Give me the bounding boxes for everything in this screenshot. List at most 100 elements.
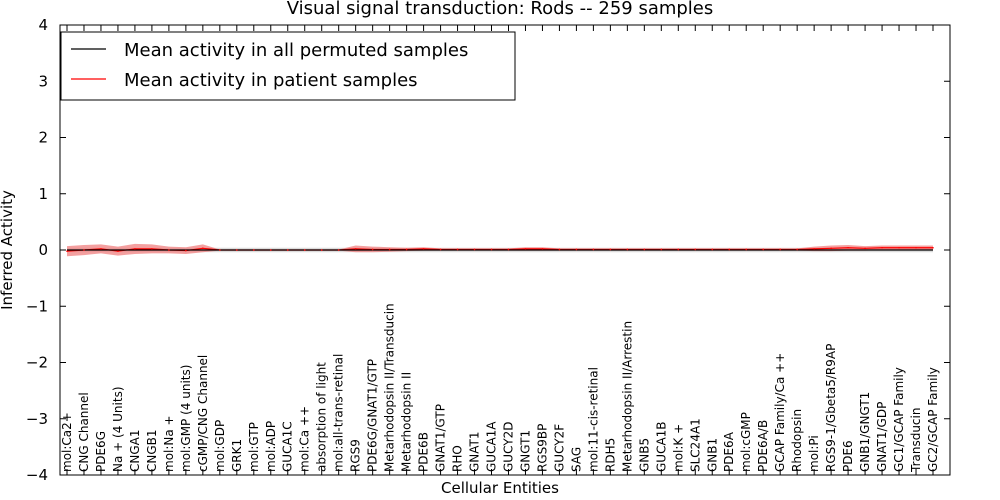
point-patient <box>915 246 917 249</box>
x-tick-label: GNGT1 <box>518 430 532 472</box>
point-patient <box>456 248 459 251</box>
x-tick-label: SLC24A1 <box>688 418 702 472</box>
x-tick-label: GUCA1A <box>485 421 499 472</box>
x-tick-label: mol:all-trans-retinal <box>332 354 346 472</box>
point-patient <box>524 248 527 250</box>
x-tick-label: GNB5 <box>637 438 651 472</box>
x-tick-label: mol:Na + <box>162 415 176 472</box>
x-tick-label: mol:K + <box>671 424 685 472</box>
x-tick-label: GUCA1B <box>654 421 668 472</box>
x-tick-label: PDE6G <box>94 431 108 472</box>
point-patient <box>881 246 883 249</box>
point-patient <box>728 248 731 251</box>
point-patient <box>558 248 561 251</box>
x-tick-label: RGS9 <box>349 439 363 472</box>
point-patient <box>354 248 357 250</box>
x-tick-label: CNGA1 <box>128 430 142 473</box>
x-tick-label: Metarhodopsin II <box>400 372 414 472</box>
x-tick-label: RDH5 <box>603 438 617 472</box>
point-patient <box>303 249 306 251</box>
point-patient <box>677 248 680 251</box>
point-patient <box>134 248 136 250</box>
point-patient <box>830 247 832 250</box>
point-patient <box>694 248 697 251</box>
point-patient <box>405 248 408 251</box>
x-tick-label: GNAT1 <box>468 431 482 472</box>
x-tick-label: GRK1 <box>230 439 244 472</box>
x-tick-label: GUCY2F <box>552 424 566 472</box>
point-patient <box>66 250 68 252</box>
chart-title: Visual signal transduction: Rods -- 259 … <box>287 0 714 19</box>
x-tick-label: RGS9BP <box>535 424 549 472</box>
point-patient <box>151 248 153 250</box>
y-tick-label: −2 <box>26 354 48 372</box>
x-tick-label: Na + (4 Units) <box>111 386 125 472</box>
point-patient <box>168 249 170 251</box>
point-patient <box>592 248 595 251</box>
x-tick-label: RHO <box>451 445 465 472</box>
point-patient <box>779 248 781 251</box>
point-patient <box>609 248 612 251</box>
point-patient <box>796 248 798 251</box>
point-patient <box>422 248 425 250</box>
x-tick-label: mol:cGMP <box>739 412 753 472</box>
x-tick-label: GUCY2D <box>501 422 515 472</box>
x-tick-label: mol:Pi <box>807 435 821 472</box>
point-patient <box>711 248 714 251</box>
x-tick-label: mol:GTP <box>247 422 261 472</box>
point-patient <box>117 250 119 252</box>
x-axis-label: Cellular Entities <box>441 479 559 497</box>
x-tick-label: SAG <box>569 447 583 472</box>
point-patient <box>660 248 663 251</box>
x-tick-label: GNAT1/GDP <box>875 402 889 472</box>
point-patient <box>473 248 476 251</box>
plot-area <box>66 243 934 257</box>
point-patient <box>762 248 764 251</box>
legend-label-permuted: Mean activity in all permuted samples <box>124 40 468 61</box>
x-tick-label: CNGB1 <box>145 429 159 472</box>
y-tick-label: 0 <box>38 241 48 259</box>
point-patient <box>507 248 510 251</box>
x-tick-label: PDE6B <box>417 432 431 472</box>
point-patient <box>320 249 323 251</box>
y-tick-label: 3 <box>38 72 48 90</box>
point-patient <box>83 249 85 251</box>
x-tick-label: PDE6 <box>841 440 855 472</box>
y-tick-label: 2 <box>38 129 48 147</box>
legend: Mean activity in all permuted samples Me… <box>60 31 516 101</box>
y-tick-label: 4 <box>38 16 48 34</box>
x-tick-label: PDE6A/B <box>756 420 770 472</box>
y-tick-label: −1 <box>26 297 48 315</box>
x-tick-label: Rhodopsin <box>790 409 804 472</box>
point-patient <box>575 248 578 251</box>
y-tick-label: −4 <box>26 466 48 484</box>
legend-box <box>60 31 516 101</box>
x-tick-label: GNB1 <box>705 438 719 472</box>
point-patient <box>269 249 272 251</box>
x-tick-label: PDE6G/GNAT1/GTP <box>366 359 380 472</box>
legend-label-patient: Mean activity in patient samples <box>124 70 418 91</box>
x-tick-label: mol:GMP (4 units) <box>179 365 193 472</box>
point-patient <box>388 248 391 251</box>
point-patient <box>643 248 646 251</box>
point-patient <box>490 248 493 251</box>
y-tick-label: −3 <box>26 410 48 428</box>
x-tick-label: CNG Channel <box>77 392 91 472</box>
point-patient <box>898 246 900 249</box>
point-patient <box>541 248 544 250</box>
x-tick-label: GNAT1/GTP <box>434 404 448 472</box>
x-tick-label: mol:Ca2+ <box>60 412 74 472</box>
point-patient <box>847 246 849 249</box>
point-patient <box>932 246 934 249</box>
x-tick-label: mol:11-cis-retinal <box>586 367 600 472</box>
x-tick-label: Metarhodopsin II/Arrestin <box>620 321 634 472</box>
x-tick-label: GC2/GCAP Family <box>926 367 940 472</box>
x-tick-label: GNB1/GNGT1 <box>858 392 872 472</box>
point-patient <box>626 248 629 251</box>
x-tick-label: mol:GDP <box>213 420 227 472</box>
x-tick-label: PDE6A <box>722 431 736 472</box>
x-tick-label: Transducin <box>909 408 923 473</box>
point-patient <box>745 248 748 251</box>
